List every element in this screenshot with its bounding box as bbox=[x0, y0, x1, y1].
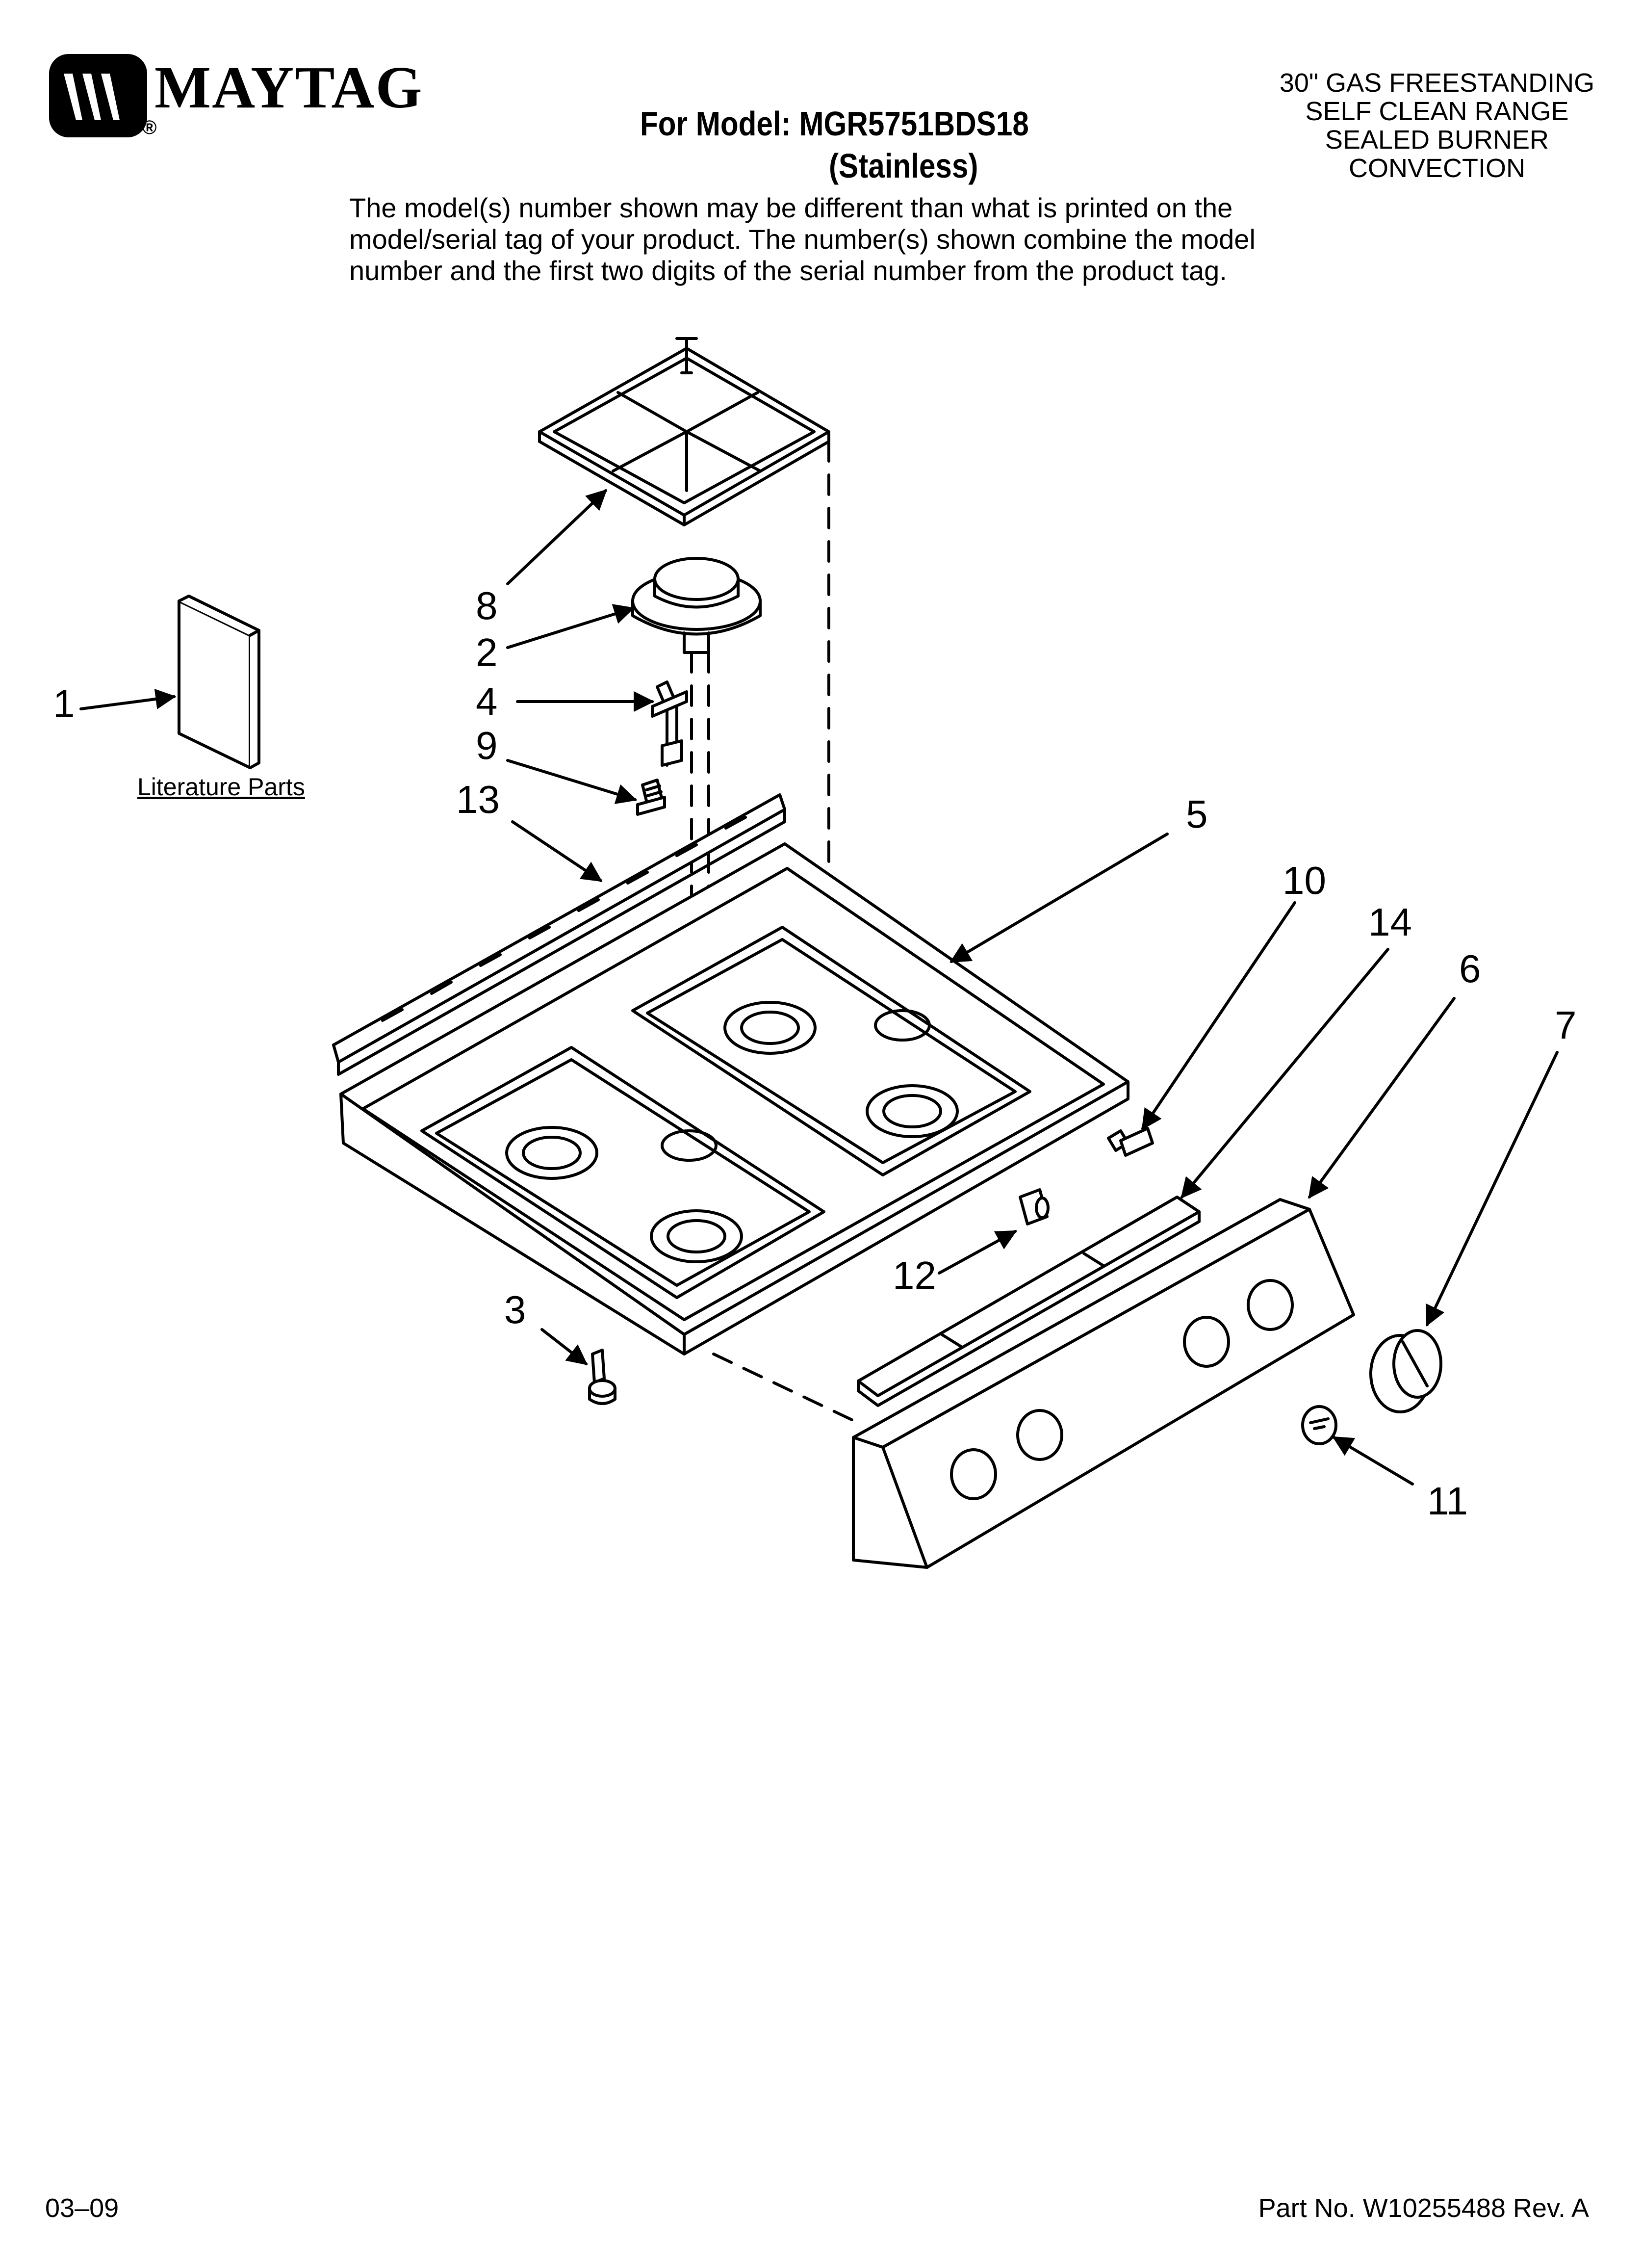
control-panel-bracket bbox=[857, 1196, 1201, 1407]
product-description-line: SEALED BURNER bbox=[1325, 125, 1549, 155]
model-number-title: For Model: MGR5751BDS18 bbox=[640, 104, 1029, 143]
callout-4: 4 bbox=[476, 679, 498, 723]
control-panel-screw bbox=[1107, 1127, 1154, 1157]
callout-10: 10 bbox=[1283, 859, 1326, 902]
electrode-screw bbox=[636, 779, 666, 816]
finish-subtitle: (Stainless) bbox=[829, 147, 978, 185]
product-description-line: 30" GAS FREESTANDING bbox=[1279, 68, 1595, 98]
notice-line: The model(s) number shown may be differe… bbox=[349, 192, 1233, 223]
burner-grate bbox=[538, 337, 830, 526]
callout-leaders bbox=[79, 489, 1559, 1486]
registered-mark: ® bbox=[142, 117, 157, 138]
literature-parts-label: Literature Parts bbox=[137, 773, 305, 801]
callout-8: 8 bbox=[476, 584, 498, 627]
callout-6: 6 bbox=[1459, 947, 1481, 991]
control-panel bbox=[852, 1198, 1355, 1569]
notice-line: model/serial tag of your product. The nu… bbox=[349, 224, 1256, 255]
callout-5: 5 bbox=[1186, 792, 1208, 836]
literature-booklet bbox=[178, 595, 260, 769]
callout-9: 9 bbox=[476, 724, 498, 767]
notice-line: number and the first two digits of the s… bbox=[349, 255, 1227, 286]
product-description: 30" GAS FREESTANDING SELF CLEAN RANGE SE… bbox=[1256, 69, 1618, 182]
control-knob bbox=[1369, 1329, 1442, 1413]
cooktop bbox=[339, 842, 1129, 1356]
callout-11: 11 bbox=[1427, 1479, 1468, 1523]
callout-1: 1 bbox=[53, 682, 75, 726]
product-description-line: SELF CLEAN RANGE bbox=[1305, 97, 1569, 126]
control-switch bbox=[1019, 1188, 1050, 1225]
leveling-leg bbox=[588, 1349, 616, 1405]
product-description-line: CONVECTION bbox=[1348, 154, 1526, 183]
maytag-logo bbox=[49, 54, 147, 137]
brand-name: MAYTAG bbox=[154, 54, 423, 121]
callout-12: 12 bbox=[893, 1253, 936, 1297]
footer-date-code: 03–09 bbox=[45, 2193, 119, 2223]
callout-13: 13 bbox=[456, 778, 500, 821]
callout-2: 2 bbox=[476, 630, 498, 674]
spark-electrode bbox=[651, 680, 688, 767]
knob-insert bbox=[1301, 1405, 1337, 1445]
callout-7: 7 bbox=[1555, 1003, 1577, 1047]
footer-part-number: Part No. W10255488 Rev. A bbox=[1258, 2193, 1589, 2223]
rear-trim-strip bbox=[332, 793, 786, 1076]
callout-3: 3 bbox=[504, 1288, 526, 1331]
callout-14: 14 bbox=[1368, 900, 1412, 944]
model-notice: The model(s) number shown may be differe… bbox=[349, 192, 1256, 287]
burner-head bbox=[631, 557, 762, 654]
